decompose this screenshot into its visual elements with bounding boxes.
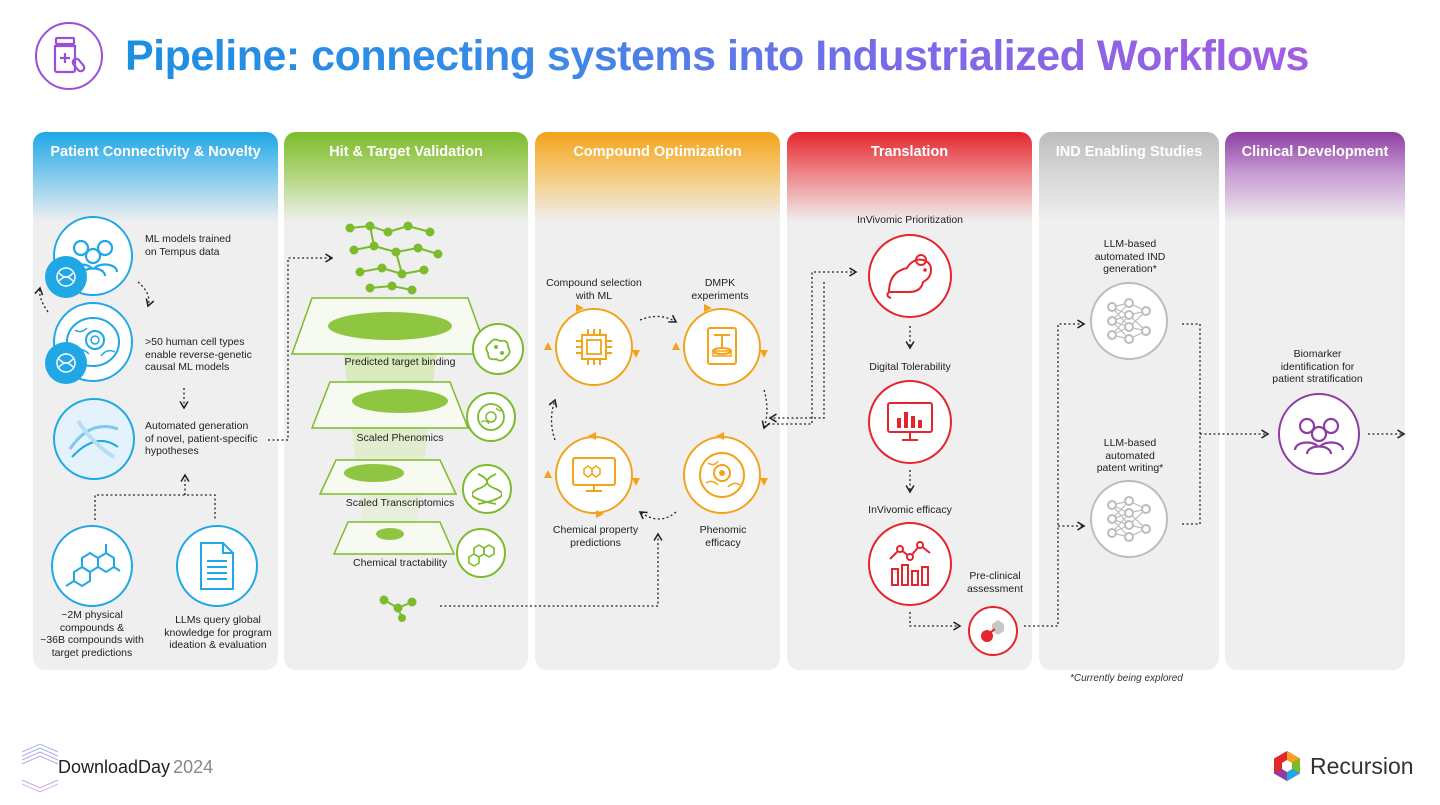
- chip-icon: [555, 308, 633, 386]
- cell-icon: [683, 436, 761, 514]
- scaled-phenomics-label: Scaled Phenomics: [356, 432, 444, 444]
- page-title: Pipeline: connecting systems into Indust…: [125, 31, 1309, 80]
- stage-title: Translation: [787, 132, 1032, 222]
- downloadday-logo: DownloadDay 2024: [18, 742, 213, 792]
- recursion-hex-icon: [1274, 751, 1300, 781]
- mouse-icon: [868, 234, 952, 318]
- ind-generation-label: LLM-based automated IND generation*: [1094, 238, 1166, 275]
- predicted-binding-label: Predicted target binding: [344, 356, 456, 368]
- compound-icon: [379, 595, 417, 622]
- compounds-label: ~2M physical compounds & ~36B compounds …: [40, 609, 144, 659]
- preclinical-label: Pre-clinical assessment: [966, 570, 1024, 595]
- document-icon: [176, 525, 258, 607]
- recursion-logo: Recursion: [1272, 750, 1414, 782]
- stage-title: Hit & Target Validation: [284, 132, 528, 222]
- biomarker-label: Biomarker identification for patient str…: [1272, 348, 1363, 385]
- llms-label: LLMs query global knowledge for program …: [164, 614, 272, 651]
- stage-title: Patient Connectivity & Novelty: [33, 132, 278, 222]
- funnel-layers: [290, 297, 490, 555]
- tolerability-label: Digital Tolerability: [869, 361, 951, 373]
- stage-panel-ind: IND Enabling Studies: [1039, 132, 1219, 670]
- ml-tempus-label: ML models trained on Tempus data: [145, 233, 231, 258]
- molecule-icon: [456, 528, 506, 578]
- printer-icon: [683, 308, 761, 386]
- chemical-tractability-label: Chemical tractability: [353, 557, 447, 569]
- prioritization-label: InVivomic Prioritization: [856, 214, 963, 226]
- stage-title: Clinical Development: [1225, 132, 1405, 222]
- chemical-label: Chemical property predictions: [552, 524, 639, 549]
- molecule-cluster-icon: [45, 256, 87, 298]
- header: Pipeline: connecting systems into Indust…: [35, 22, 1309, 90]
- stage-panel-compound: Compound Optimization: [535, 132, 780, 670]
- monitor-chart-icon: [868, 380, 952, 464]
- hypotheses-label: Automated generation of novel, patient-s…: [145, 420, 258, 457]
- efficacy-label: InVivomic efficacy: [868, 504, 952, 516]
- compound-cloud-icon: [345, 221, 443, 295]
- neural-network-icon: [1090, 282, 1168, 360]
- dmpk-label: DMPK experiments: [691, 277, 749, 302]
- molecule-icon: [51, 525, 133, 607]
- dna-icon: [462, 464, 512, 514]
- pill-bottle-icon: [35, 22, 103, 90]
- monitor-molecule-icon: [555, 436, 633, 514]
- event-name: DownloadDay: [58, 756, 171, 777]
- stage-title: IND Enabling Studies: [1039, 132, 1219, 222]
- molecule-cluster-icon: [45, 342, 87, 384]
- cell-types-label: >50 human cell types enable reverse-gene…: [145, 336, 252, 373]
- scaled-transcriptomics-label: Scaled Transcriptomics: [345, 497, 455, 509]
- pill-capsule-icon: [968, 606, 1018, 656]
- patent-writing-label: LLM-based automated patent writing*: [1096, 437, 1164, 474]
- stage-title: Compound Optimization: [535, 132, 780, 222]
- neural-network-icon: [1090, 480, 1168, 558]
- event-year: 2024: [173, 756, 214, 777]
- phenomic-label: Phenomic efficacy: [699, 524, 747, 549]
- people-icon: [1278, 393, 1360, 475]
- logo-stripes-icon: [21, 743, 59, 792]
- line-bar-chart-icon: [868, 522, 952, 606]
- company-name: Recursion: [1310, 752, 1414, 779]
- selection-label: Compound selection with ML: [546, 277, 642, 302]
- footnote: *Currently being explored: [1070, 673, 1183, 684]
- hypothesis-icon: [53, 398, 135, 480]
- cell-icon: [466, 392, 516, 442]
- protein-icon: [472, 323, 524, 375]
